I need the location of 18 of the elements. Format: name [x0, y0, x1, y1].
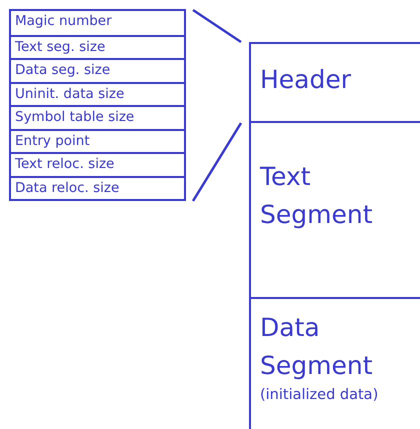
field-label: Entry point	[15, 132, 90, 148]
field-label: Text reloc. size	[15, 156, 114, 172]
segment-label: Header	[260, 64, 352, 96]
segment-note: (initialized data)	[260, 386, 380, 405]
field-label: Magic number	[15, 13, 112, 29]
segment-label: Text Segment	[260, 161, 374, 231]
segment-block	[249, 297, 420, 429]
field-label: Text seg. size	[15, 38, 106, 54]
field-label: Data seg. size	[15, 62, 110, 78]
segment-block	[249, 121, 420, 298]
field-label: Data reloc. size	[15, 180, 120, 196]
expansion-line	[192, 122, 242, 202]
segment-block	[249, 42, 420, 122]
segment-label: Data Segment	[260, 312, 374, 382]
expansion-line	[192, 8, 242, 44]
header-fields-table	[9, 9, 186, 201]
field-label: Symbol table size	[15, 109, 134, 125]
field-label: Uninit. data size	[15, 86, 124, 102]
